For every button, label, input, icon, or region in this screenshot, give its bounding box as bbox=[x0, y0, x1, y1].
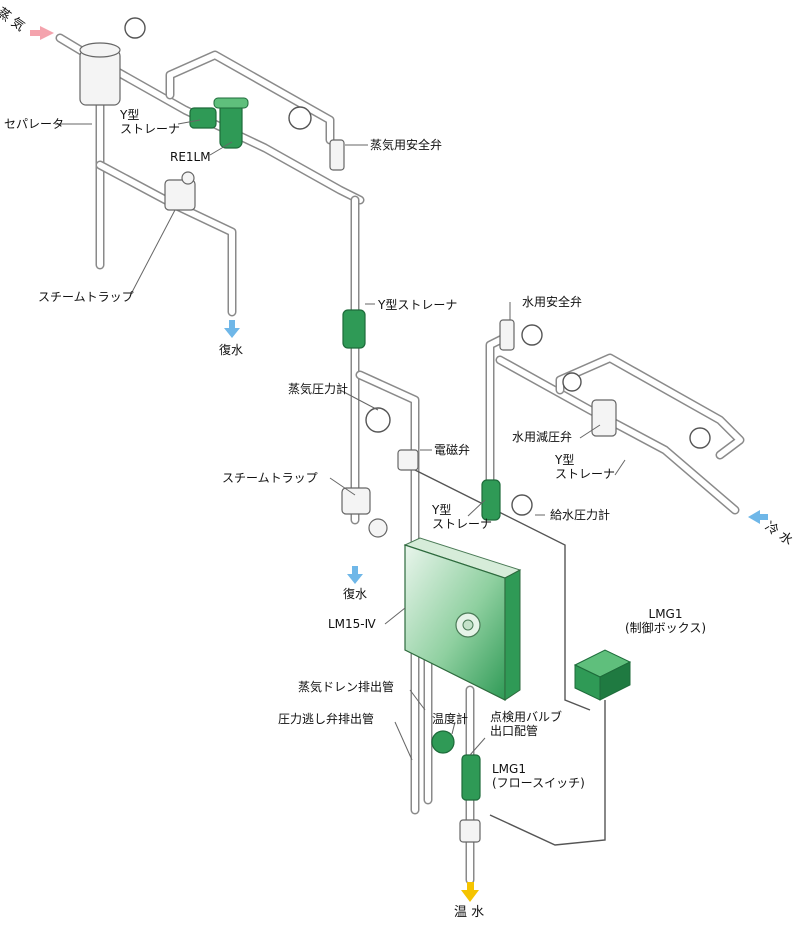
label-steam-trap-top: スチームトラップ bbox=[38, 290, 134, 304]
label-return-water-mid: 復水 bbox=[343, 587, 368, 601]
steam-in-arrow bbox=[30, 26, 54, 40]
separator-body bbox=[79, 42, 121, 106]
label-lmg1-box: LMG1 (制御ボックス) bbox=[625, 607, 707, 635]
right-gauges bbox=[511, 372, 711, 516]
y-strainer-mid-body bbox=[342, 309, 366, 349]
water-safety-valve-body bbox=[499, 319, 543, 351]
leader-lines bbox=[55, 119, 626, 761]
label-separator: セパレータ bbox=[4, 117, 65, 131]
label-y-strainer-small: Y型 ストレーナ bbox=[432, 503, 493, 531]
label-solenoid-valve: 電磁弁 bbox=[434, 443, 471, 457]
cold-water-arrow bbox=[748, 510, 768, 524]
label-water-reducing-valve: 水用減圧弁 bbox=[512, 430, 573, 444]
label-lmg1-flow: LMG1 (フロースイッチ) bbox=[492, 762, 585, 790]
y-strainer-small-body bbox=[481, 479, 501, 521]
label-inspection-valve: 点検用バルブ 出口配管 bbox=[490, 710, 563, 738]
steam-gauge-body bbox=[365, 407, 391, 433]
label-steam-trap-mid: スチームトラップ bbox=[222, 471, 318, 485]
return-water-arrow-left bbox=[224, 320, 240, 338]
re1lm-valve bbox=[213, 97, 249, 149]
label-steam-pressure-gauge: 蒸気圧力計 bbox=[288, 382, 349, 396]
label-y-strainer-mid: Y型ストレーナ bbox=[378, 298, 458, 312]
thermometer-body bbox=[431, 730, 455, 754]
solenoid-body bbox=[397, 449, 419, 471]
lmg1-control-box bbox=[573, 649, 632, 701]
label-water-safety-valve: 水用安全弁 bbox=[522, 295, 583, 309]
water-reducing-valve-body bbox=[591, 399, 617, 437]
steam-trap-mid-body bbox=[341, 487, 388, 538]
label-hot-water-out: 温 水 bbox=[454, 905, 485, 920]
label-y-strainer-right: Y型 ストレーナ bbox=[555, 453, 616, 481]
label-steam-drain-pipe: 蒸気ドレン排出管 bbox=[298, 680, 395, 694]
hot-water-arrow bbox=[461, 882, 479, 902]
label-feed-pressure-gauge: 給水圧力計 bbox=[550, 508, 611, 522]
steam-trap-top-body bbox=[164, 171, 196, 211]
steam-safety-valve-body bbox=[329, 139, 345, 171]
label-steam-safety-valve: 蒸気用安全弁 bbox=[370, 138, 443, 152]
lm15-unit bbox=[403, 537, 522, 701]
label-re1lm: RE1LM bbox=[170, 150, 211, 164]
label-relief-valve-pipe: 圧力逃し弁排出管 bbox=[278, 712, 375, 726]
label-lm15: LM15-Ⅳ bbox=[328, 617, 376, 631]
label-thermometer: 温度計 bbox=[432, 712, 469, 726]
outlet-valve bbox=[459, 819, 481, 843]
y-strainer-top-body bbox=[189, 107, 217, 129]
return-water-arrow-mid bbox=[347, 566, 363, 584]
pressure-gauge-icon bbox=[124, 17, 312, 130]
label-return-water-left: 復水 bbox=[219, 343, 244, 357]
flow-switch-body bbox=[461, 754, 481, 801]
label-y-strainer-top: Y型 ストレーナ bbox=[120, 108, 181, 136]
